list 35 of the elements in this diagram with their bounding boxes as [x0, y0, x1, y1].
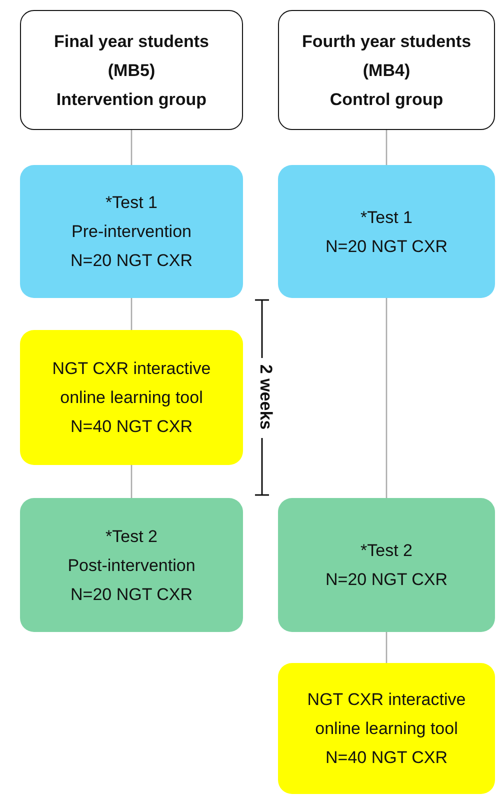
test-box: [278, 498, 495, 632]
test-box: [20, 498, 243, 632]
box-text: Intervention group: [56, 88, 207, 111]
connector-line: [386, 130, 388, 165]
box-text: Fourth year students: [302, 30, 472, 52]
duration-label: 2 weeks: [256, 364, 276, 430]
box-text: *Test 1: [106, 192, 158, 214]
box-text: Control group: [330, 88, 444, 111]
connector-line: [386, 298, 388, 498]
box-text: (MB4): [362, 60, 410, 82]
box-text: N=20 NGT CXR: [70, 584, 193, 606]
connector-line: [130, 130, 132, 165]
group-box: [278, 10, 495, 130]
box-text: Pre-intervention: [71, 221, 192, 243]
box-text: Post-intervention: [68, 554, 196, 576]
learning-tool-box: [278, 663, 495, 794]
box-text: *Test 1: [360, 206, 412, 228]
connector-line: [130, 298, 132, 330]
box-text: N=40 NGT CXR: [70, 416, 193, 438]
test-box: [20, 165, 243, 298]
test-box: [278, 165, 495, 298]
learning-tool-box: [20, 330, 243, 465]
connector-line: [386, 632, 388, 663]
box-text: *Test 2: [360, 540, 412, 562]
box-text: N=20 NGT CXR: [70, 250, 193, 272]
connector-line: [130, 465, 132, 498]
box-text: *Test 2: [106, 526, 158, 548]
box-text: Final year students: [54, 30, 209, 52]
box-text: N=40 NGT CXR: [325, 747, 448, 769]
box-text: N=20 NGT CXR: [325, 569, 448, 591]
group-box: [20, 10, 243, 130]
box-text: N=20 NGT CXR: [325, 236, 448, 258]
box-text: NGT CXR interactive online learning tool: [51, 358, 212, 409]
box-text: NGT CXR interactive online learning tool: [306, 689, 467, 740]
box-text: (MB5): [108, 60, 156, 82]
